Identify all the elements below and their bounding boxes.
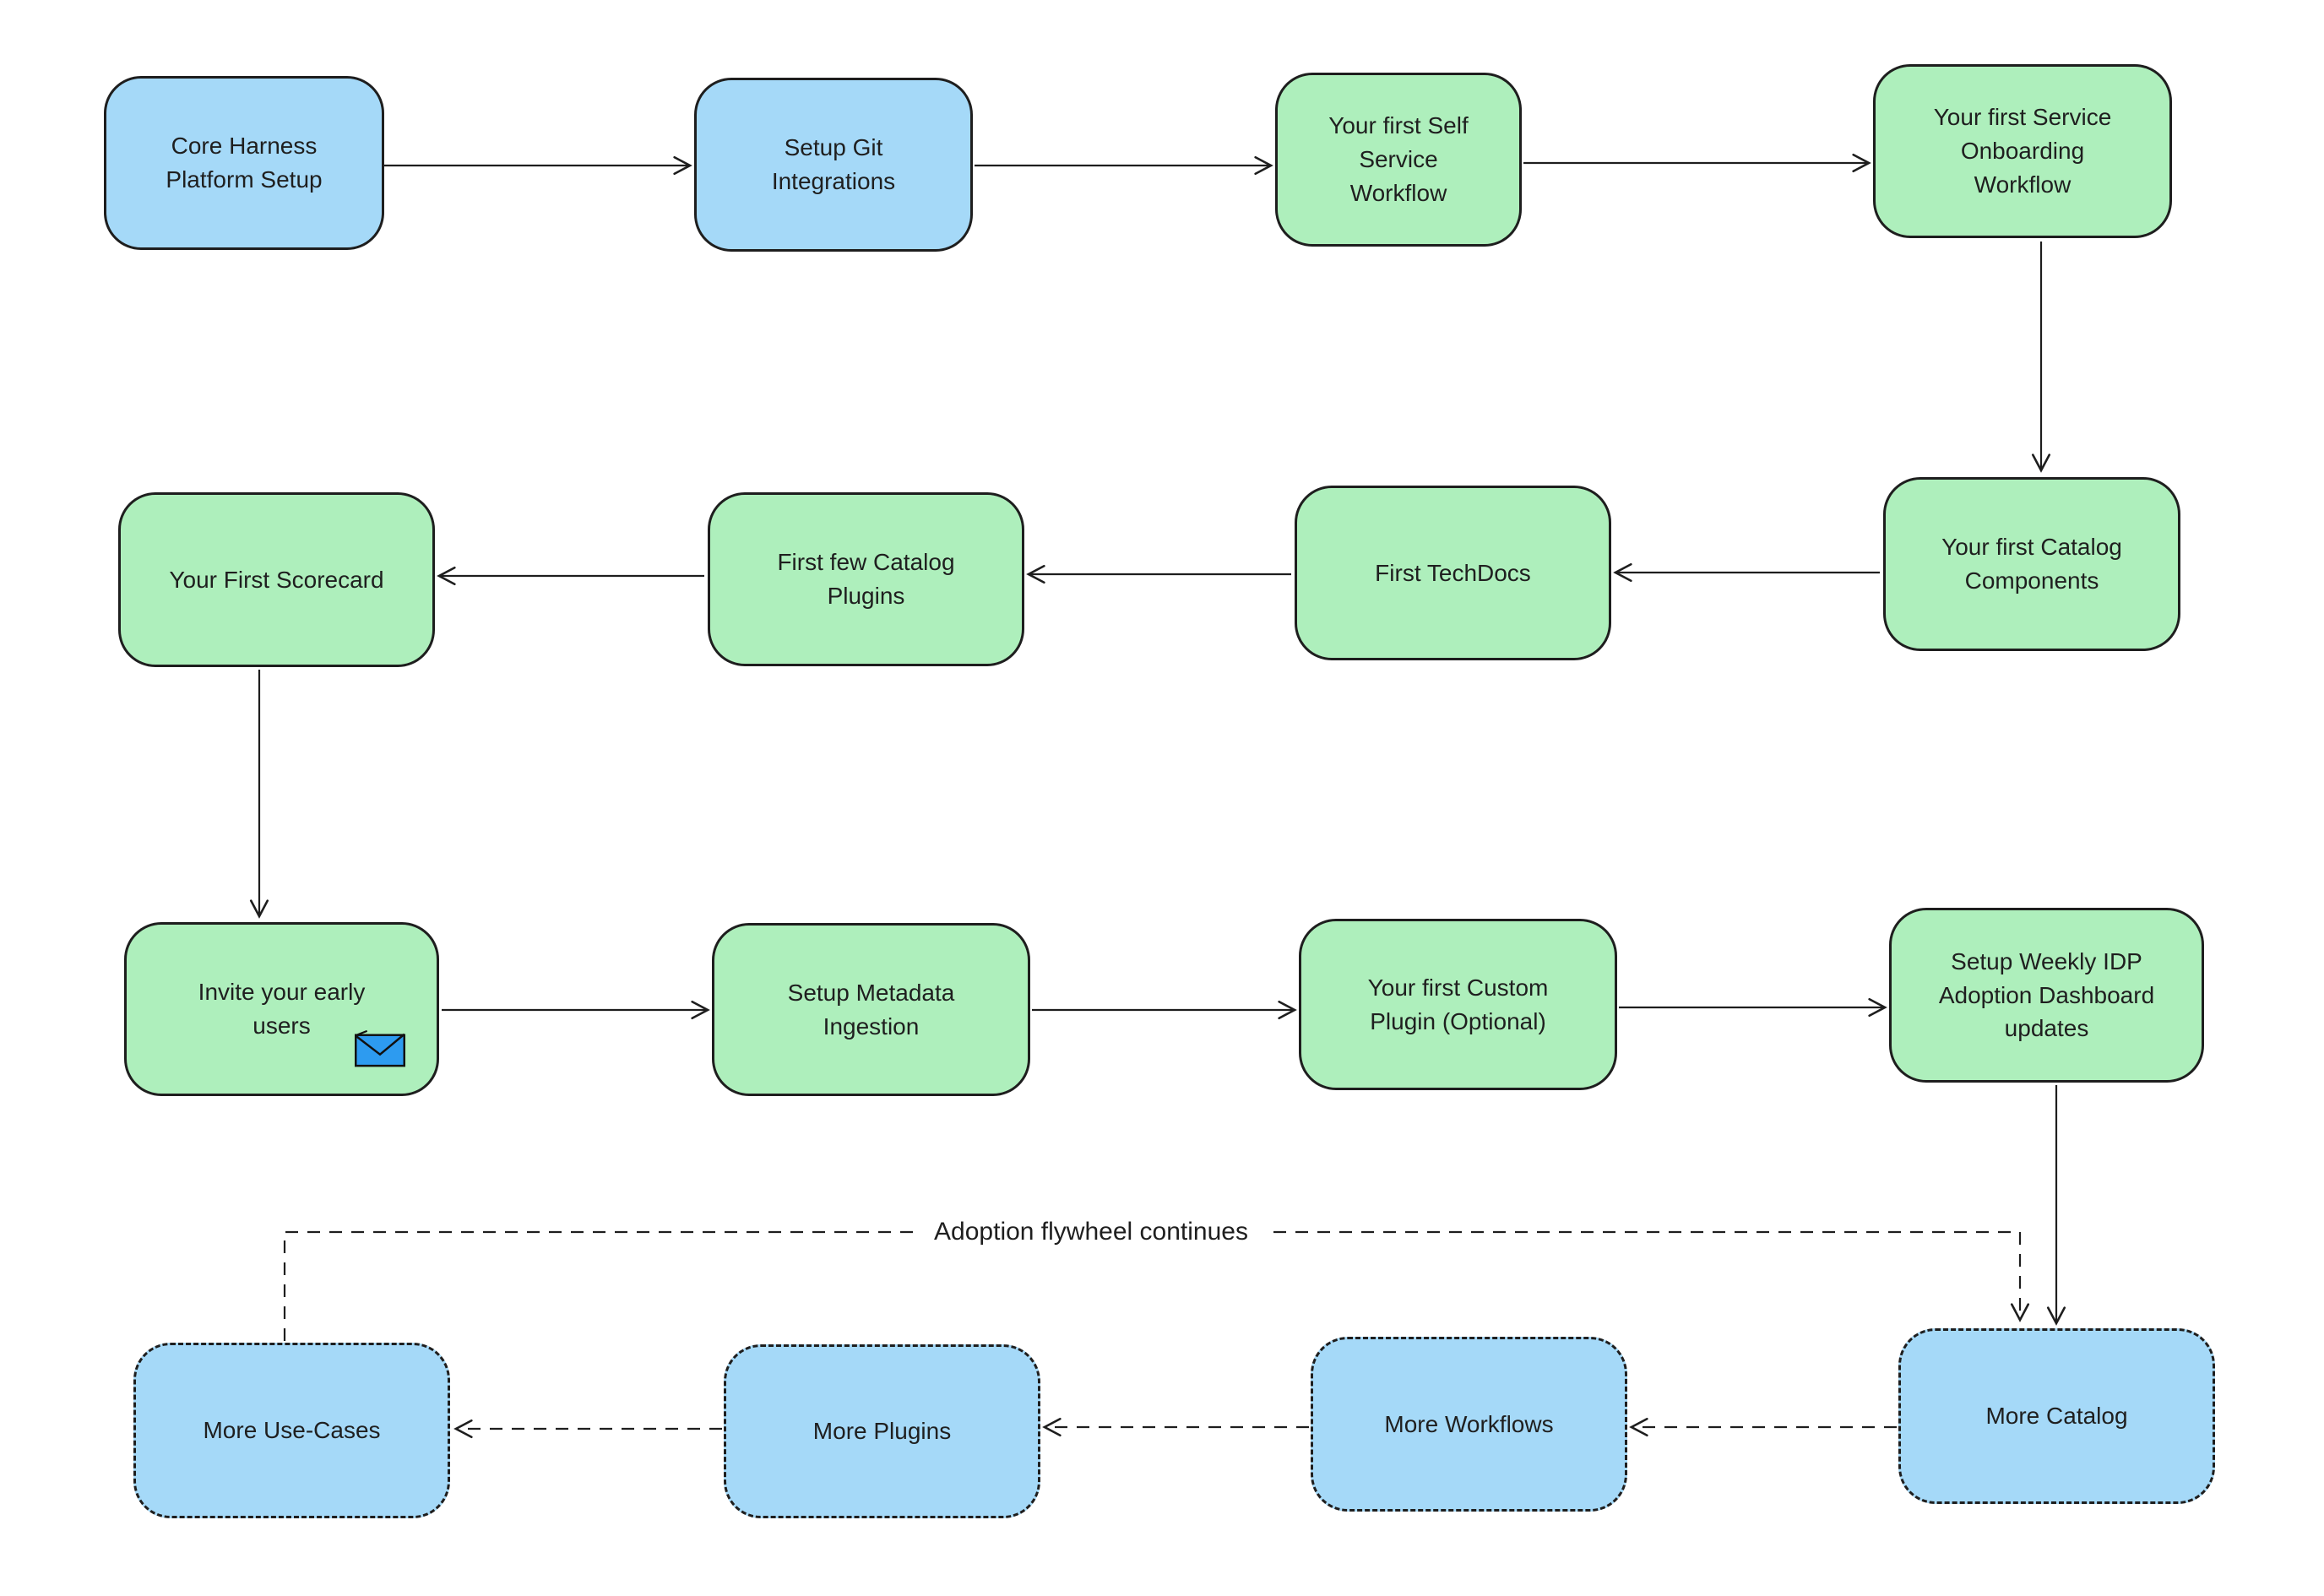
node-more-catalog: More Catalog [1898, 1328, 2215, 1504]
node-first-catalog-components: Your first Catalog Components [1883, 477, 2180, 651]
node-first-few-catalog-plugins: First few Catalog Plugins [708, 492, 1024, 666]
node-core-harness-platform-setup: Core Harness Platform Setup [104, 76, 384, 250]
envelope-icon [355, 1029, 405, 1067]
node-first-techdocs: First TechDocs [1295, 486, 1611, 660]
node-first-custom-plugin-optional: Your first Custom Plugin (Optional) [1299, 919, 1617, 1090]
flywheel-label: Adoption flywheel continues [917, 1218, 1265, 1246]
node-your-first-scorecard: Your First Scorecard [118, 492, 435, 667]
node-setup-metadata-ingestion: Setup Metadata Ingestion [712, 923, 1030, 1096]
node-label: Invite your early users [198, 979, 366, 1039]
node-setup-git-integrations: Setup Git Integrations [694, 78, 973, 252]
node-setup-weekly-idp-adoption-dashboard-updates: Setup Weekly IDP Adoption Dashboard upda… [1889, 908, 2204, 1083]
node-invite-your-early-users: Invite your early users [124, 922, 439, 1096]
node-more-plugins: More Plugins [724, 1344, 1040, 1518]
dashed-flywheel-loop [283, 1230, 2030, 1341]
node-first-self-service-workflow: Your first Self Service Workflow [1275, 73, 1522, 247]
node-first-service-onboarding-workflow: Your first Service Onboarding Workflow [1873, 64, 2172, 238]
node-more-workflows: More Workflows [1311, 1337, 1627, 1512]
node-more-use-cases: More Use-Cases [133, 1343, 450, 1518]
